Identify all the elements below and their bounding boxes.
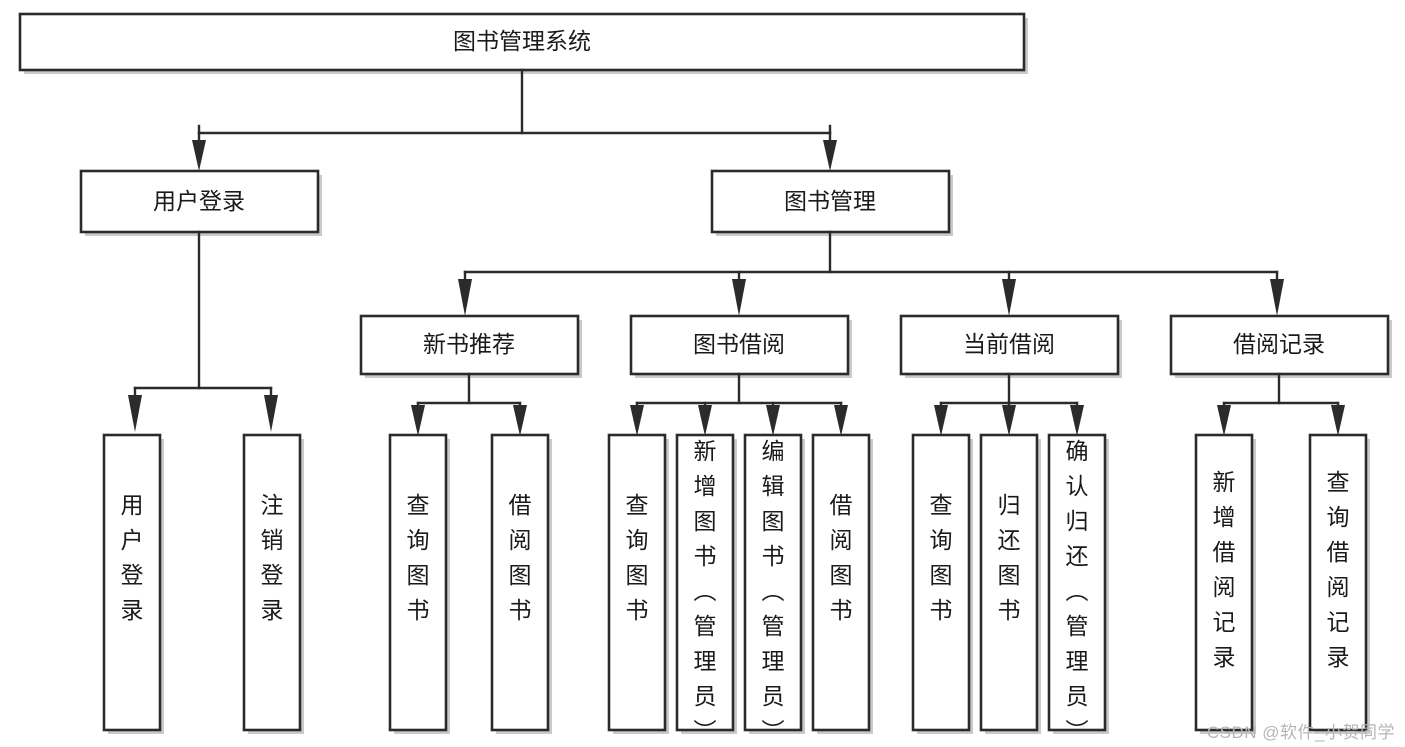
arrow-head-level3-1 <box>458 279 472 316</box>
leaf-box <box>102 433 162 732</box>
leaf-box <box>675 433 735 732</box>
arrow-head-login-leaf-2 <box>264 395 278 432</box>
arrow-head-bookborrow-3 <box>766 405 780 436</box>
node-current-borrow[interactable]: 当前借阅 <box>899 314 1122 378</box>
leaf-label: 用户登录 <box>121 492 144 623</box>
leaf-node-newbook-query[interactable]: 查询图书 <box>388 433 450 734</box>
arrow-head-currentborrow-2 <box>1002 405 1016 436</box>
arrow-head-bookmgmt <box>823 140 837 171</box>
leaf-box <box>388 433 448 732</box>
leaf-box <box>242 433 302 732</box>
user-login-box <box>79 169 320 234</box>
node-book-borrow[interactable]: 图书借阅 <box>629 314 852 378</box>
leaf-label: 归还图书 <box>998 492 1021 623</box>
leaf-box <box>743 433 803 732</box>
leaf-label: 确认归还︵管理员︶ <box>1066 438 1089 744</box>
book-borrow-label: 图书借阅 <box>693 331 785 357</box>
leaf-label: 新增图书︵管理员︶ <box>694 438 717 744</box>
current-borrow-label: 当前借阅 <box>963 331 1055 357</box>
arrow-head-newbook-2 <box>513 405 527 436</box>
node-borrow-record[interactable]: 借阅记录 <box>1169 314 1392 378</box>
leaf-box <box>1308 433 1368 732</box>
book-borrow-box <box>629 314 850 376</box>
book-management-box <box>710 169 951 234</box>
borrow-record-label: 借阅记录 <box>1233 331 1325 357</box>
leaf-box <box>490 433 550 732</box>
arrow-head-level3-4 <box>1270 279 1284 316</box>
node-user-login[interactable]: 用户登录 <box>79 169 322 236</box>
leaf-label: 借阅图书 <box>509 492 532 623</box>
leaf-box <box>607 433 667 732</box>
leaf-box <box>811 433 871 732</box>
borrow-record-box <box>1169 314 1390 376</box>
arrow-head-bookborrow-1 <box>630 405 644 436</box>
arrow-head-newbook-1 <box>411 405 425 436</box>
root-box <box>18 12 1026 72</box>
leaf-node-bookborrow-edit[interactable]: 编辑图书︵管理员︶ <box>743 433 805 744</box>
leaf-box <box>1194 433 1254 732</box>
leaf-node-currentborrow-query[interactable]: 查询图书 <box>911 433 973 734</box>
arrow-head-borrowrecord-1 <box>1217 405 1231 436</box>
leaf-box <box>911 433 971 732</box>
arrow-head-bookborrow-4 <box>834 405 848 436</box>
leaf-node-bookborrow-add[interactable]: 新增图书︵管理员︶ <box>675 433 737 744</box>
leaf-label: 查询图书 <box>407 492 430 623</box>
book-management-label: 图书管理 <box>784 188 876 214</box>
arrow-head-login <box>192 140 206 171</box>
new-book-recommend-label: 新书推荐 <box>423 331 515 357</box>
leaf-node-user-login-login[interactable]: 用户登录 <box>102 433 164 734</box>
arrow-head-login-leaf-1 <box>128 395 142 432</box>
arrow-head-borrowrecord-2 <box>1331 405 1345 436</box>
leaf-label: 查询借阅记录 <box>1327 469 1350 670</box>
leaf-label: 注销登录 <box>261 492 284 623</box>
arrow-head-currentborrow-1 <box>934 405 948 436</box>
root-label: 图书管理系统 <box>453 28 591 54</box>
leaf-label: 借阅图书 <box>830 492 853 623</box>
leaf-label: 查询图书 <box>626 492 649 623</box>
arrow-head-bookborrow-2 <box>698 405 712 436</box>
leaf-node-newbook-borrow[interactable]: 借阅图书 <box>490 433 552 734</box>
leaf-box <box>1047 433 1107 732</box>
leaf-box <box>979 433 1039 732</box>
csdn-watermark: CSDN @软件_小贺同学 <box>1206 723 1395 742</box>
arrow-head-level3-2 <box>732 279 746 316</box>
arrow-head-level3-3 <box>1002 279 1016 316</box>
leaf-label: 查询图书 <box>930 492 953 623</box>
leaf-label: 编辑图书︵管理员︶ <box>762 438 785 744</box>
leaf-node-bookborrow-query[interactable]: 查询图书 <box>607 433 669 734</box>
leaf-node-currentborrow-confirm[interactable]: 确认归还︵管理员︶ <box>1047 433 1109 744</box>
leaf-node-borrowrecord-query[interactable]: 查询借阅记录 <box>1308 433 1370 734</box>
node-root[interactable]: 图书管理系统 <box>18 12 1028 74</box>
leaf-node-currentborrow-return[interactable]: 归还图书 <box>979 433 1041 734</box>
arrow-head-currentborrow-3 <box>1070 405 1084 436</box>
node-new-book-recommend[interactable]: 新书推荐 <box>359 314 582 378</box>
leaf-node-user-login-logout[interactable]: 注销登录 <box>242 433 304 734</box>
user-login-label: 用户登录 <box>153 188 245 214</box>
leaf-node-borrowrecord-add[interactable]: 新增借阅记录 <box>1194 433 1256 734</box>
node-book-management[interactable]: 图书管理 <box>710 169 953 236</box>
leaf-node-bookborrow-borrow[interactable]: 借阅图书 <box>811 433 873 734</box>
leaf-label: 新增借阅记录 <box>1213 469 1236 670</box>
